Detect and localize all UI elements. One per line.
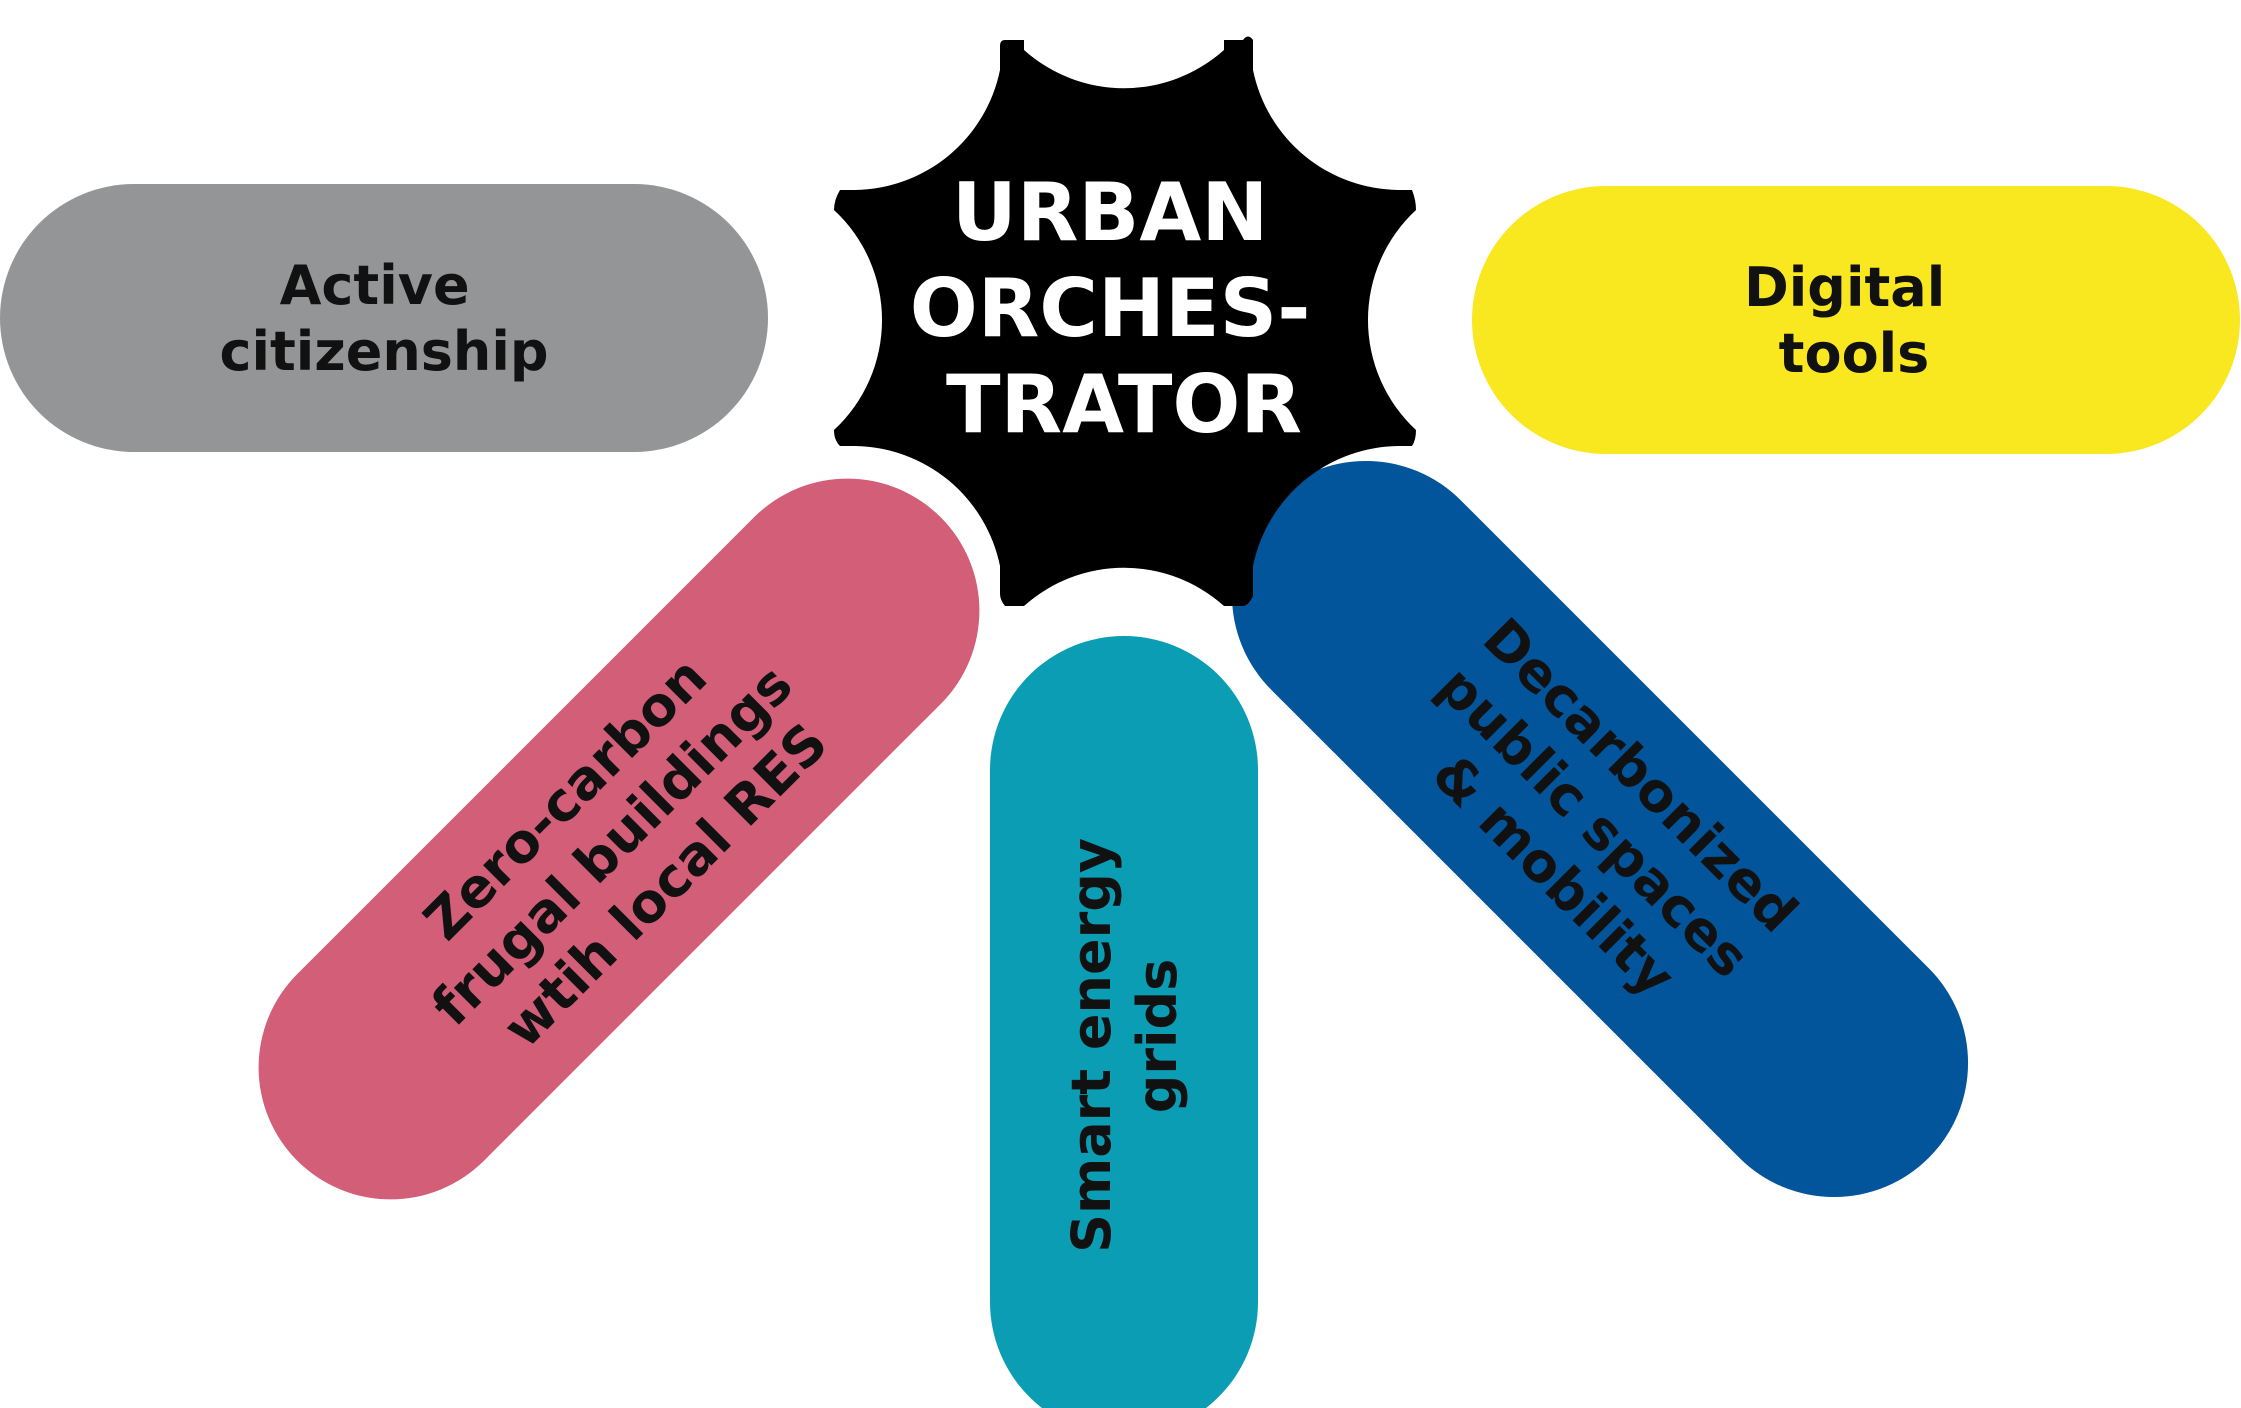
pill-label-line: Digital [1744, 256, 1945, 319]
pill-zero-carbon-buildings: Zero-carbon frugal buildings wtih local … [258, 478, 980, 1200]
pill-label-line: tools [1779, 322, 1930, 385]
pill-label-line: Active [280, 254, 470, 317]
pill-shape [1231, 460, 1969, 1198]
hub-label-line: ORCHES- [910, 262, 1311, 355]
pill-digital-tools: Digital tools [1472, 186, 2240, 454]
hub-urban-orchestrator: URBAN ORCHES- TRATOR [834, 36, 1416, 606]
pill-label-line: grids [1126, 959, 1189, 1114]
pill-shape [0, 184, 768, 452]
pill-label-line: Smart energy [1060, 838, 1123, 1253]
hub-label: URBAN ORCHES- TRATOR [910, 166, 1339, 451]
pill-active-citizenship: Active citizenship [0, 184, 768, 452]
pill-shape [258, 478, 980, 1200]
pill-smart-energy-grids: Smart energy grids [990, 636, 1258, 1408]
hub-label-line: TRATOR [946, 358, 1302, 451]
pill-label-line: citizenship [219, 320, 548, 383]
pill-label-smart-energy-grids: Smart energy grids [1060, 819, 1189, 1253]
hub-label-line: URBAN [952, 166, 1268, 259]
pill-label-digital-tools: Digital tools [1744, 256, 1964, 385]
pill-shape [1472, 186, 2240, 454]
pill-decarbonized-public-spaces: Decarbonized public spaces & mobility [1231, 460, 1969, 1198]
hub-gear-shape [834, 36, 1416, 606]
pill-label-active-citizenship: Active citizenship [219, 254, 548, 383]
pill-shape [990, 636, 1258, 1408]
